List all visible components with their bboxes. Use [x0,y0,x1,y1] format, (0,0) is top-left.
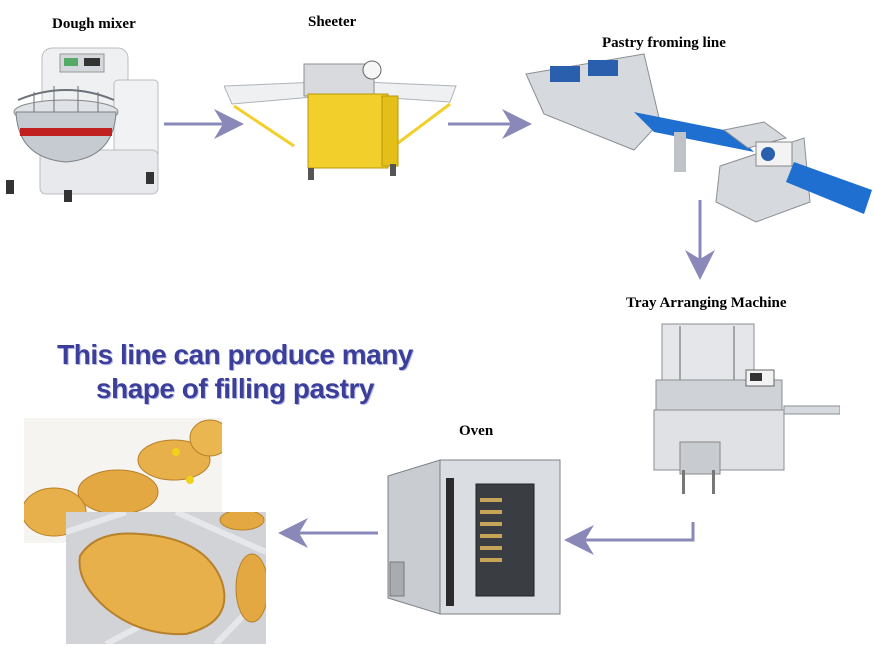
dough-mixer-image [4,40,164,210]
headline-line-1: This line can produce many [57,339,413,370]
sheeter-image [224,46,460,186]
label-dough-mixer: Dough mixer [52,16,136,32]
label-tray-arranging-machine: Tray Arranging Machine [626,295,787,311]
oven-image [380,458,566,618]
pastry-photo-bottom [66,512,266,644]
pastry-forming-line-image [524,52,872,226]
arrow-tray-to-oven [564,522,695,555]
tray-arranging-machine-image [650,322,840,498]
headline-line-2: shape of filling pastry [96,373,374,404]
headline: This line can produce many shape of fill… [40,338,430,406]
label-pastry-forming-line: Pastry froming line [602,35,726,51]
label-oven: Oven [459,423,494,439]
label-sheeter: Sheeter [308,14,357,30]
